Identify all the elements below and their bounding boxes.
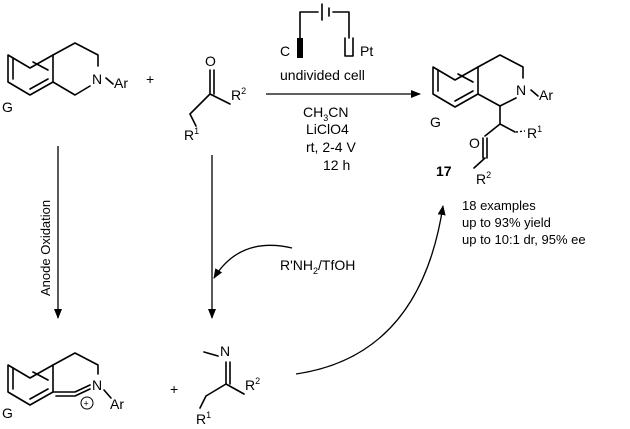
cathode-label: C — [280, 43, 290, 59]
iminium-ion-structure: G N + Ar — [2, 352, 124, 421]
product-g-label: G — [430, 114, 441, 130]
carbon-electrode — [297, 38, 303, 58]
iminium-g-label: G — [2, 405, 13, 421]
electrochemical-cell-icon: C Pt — [280, 3, 373, 59]
substituent-g-label: G — [2, 99, 13, 115]
product-nitrogen-label: N — [516, 82, 526, 98]
amine-reagent-label: R'NH2/TfOH — [280, 257, 355, 276]
electrolyte-label: LiClO4 — [306, 121, 349, 137]
positive-charge-icon — [80, 396, 94, 410]
aryl-label: Ar — [114, 75, 128, 91]
solvent-label: CH3CN — [303, 104, 348, 123]
imine-r2-label: R2 — [245, 376, 260, 393]
ketone-oxygen-label: O — [205, 53, 216, 69]
time-label: 12 h — [323, 157, 350, 173]
examples-count: 18 examples — [462, 198, 536, 213]
anode-oxidation-label: Anode Oxidation — [38, 200, 53, 296]
yield-summary: up to 93% yield — [462, 215, 551, 230]
plus-sign-2: + — [170, 381, 178, 397]
product-oxygen-label: O — [469, 135, 480, 151]
tetrahydroisoquinoline-structure: G N Ar — [2, 42, 128, 115]
ketone-r2-label: R2 — [231, 86, 246, 103]
nitrogen-label: N — [92, 71, 102, 87]
imine-r1-label: R1 — [196, 410, 211, 427]
imine-structure: N R2 R1 — [196, 343, 260, 427]
conditions-label: rt, 2-4 V — [306, 139, 356, 155]
ketone-structure: O R2 R1 — [184, 53, 246, 143]
iminium-nitrogen-label: N — [92, 377, 102, 393]
product-aryl-label: Ar — [539, 87, 553, 103]
plus-sign-1: + — [146, 71, 154, 87]
ketone-r1-label: R1 — [184, 126, 199, 143]
cell-type-label: undivided cell — [280, 67, 365, 83]
coupling-arrow — [295, 205, 446, 375]
amine-reagent-arrow — [213, 244, 293, 279]
compound-number-label: 17 — [436, 163, 452, 179]
iminium-aryl-label: Ar — [110, 396, 124, 412]
selectivity-summary: up to 10:1 dr, 95% ee — [462, 232, 586, 247]
product-r1-label: R1 — [527, 124, 542, 141]
anode-label: Pt — [360, 43, 373, 59]
positive-charge-label: + — [84, 399, 89, 409]
imine-nitrogen-label: N — [220, 343, 230, 359]
product-17-structure: G N Ar O R1 R2 17 — [430, 54, 553, 187]
product-r2-label: R2 — [476, 170, 491, 187]
